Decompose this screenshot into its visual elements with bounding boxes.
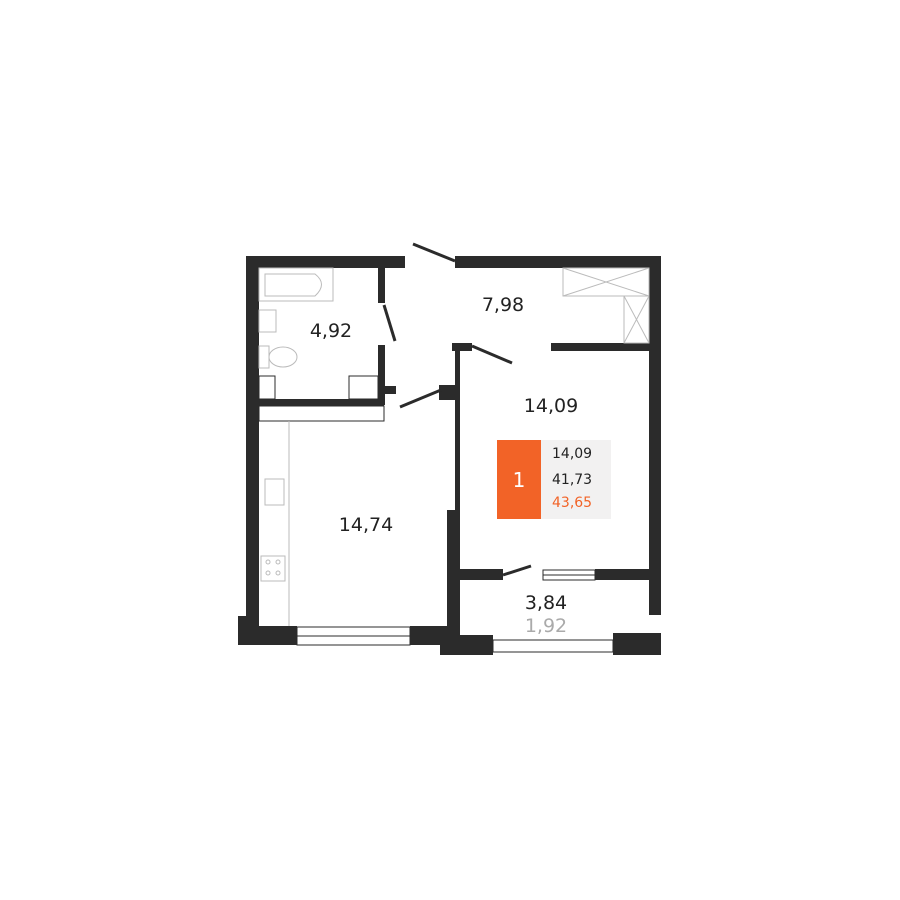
wall-stub	[439, 385, 455, 400]
wall-balcony	[595, 569, 649, 580]
sink-icon	[258, 309, 277, 333]
wall-bath-bottom	[259, 399, 384, 406]
doors	[382, 242, 532, 577]
wall-top-left	[246, 256, 405, 268]
room-area-hallway: 7,98	[481, 294, 525, 316]
wall-right	[649, 256, 661, 615]
apartment-info-box: 1 14,09 41,73 43,65	[497, 440, 611, 519]
walls	[238, 256, 661, 655]
windows	[258, 405, 614, 653]
wardrobe-icon	[562, 267, 650, 297]
wall-top-right	[455, 256, 661, 268]
wall-balcony-bottom	[613, 633, 661, 655]
stove-icon	[260, 555, 286, 582]
rooms-count-badge: 1	[497, 440, 541, 519]
room-area-bathroom: 4,92	[309, 320, 353, 342]
room-area-bedroom: 14,09	[523, 395, 579, 417]
wall-bath-right-top	[378, 268, 385, 303]
wall-bath-right-bottom	[378, 345, 385, 405]
wall-corridor	[455, 343, 460, 513]
toilet-icon	[258, 345, 270, 369]
room-area-kitchen: 14,74	[338, 514, 394, 536]
total-area-with-balcony: 43,65	[552, 495, 593, 511]
wall-corner-left	[238, 616, 259, 645]
living-area: 14,09	[552, 446, 593, 462]
wall-balcony	[460, 569, 503, 580]
wall-left	[246, 256, 259, 628]
wall-corridor-lower	[447, 510, 460, 655]
wall-stub	[452, 343, 472, 351]
room-reduced-area-balcony: 1,92	[524, 615, 568, 637]
wall-kitchen-bottom	[259, 626, 297, 645]
room-area-balcony: 3,84	[524, 592, 568, 614]
bathtub-icon	[258, 267, 334, 302]
kitchen-sink-icon	[264, 478, 285, 506]
wall-stub	[384, 386, 396, 394]
total-area: 41,73	[552, 472, 593, 488]
wall-balcony-bottom	[440, 635, 493, 655]
wall-closet	[551, 343, 649, 351]
fixtures	[258, 267, 650, 626]
